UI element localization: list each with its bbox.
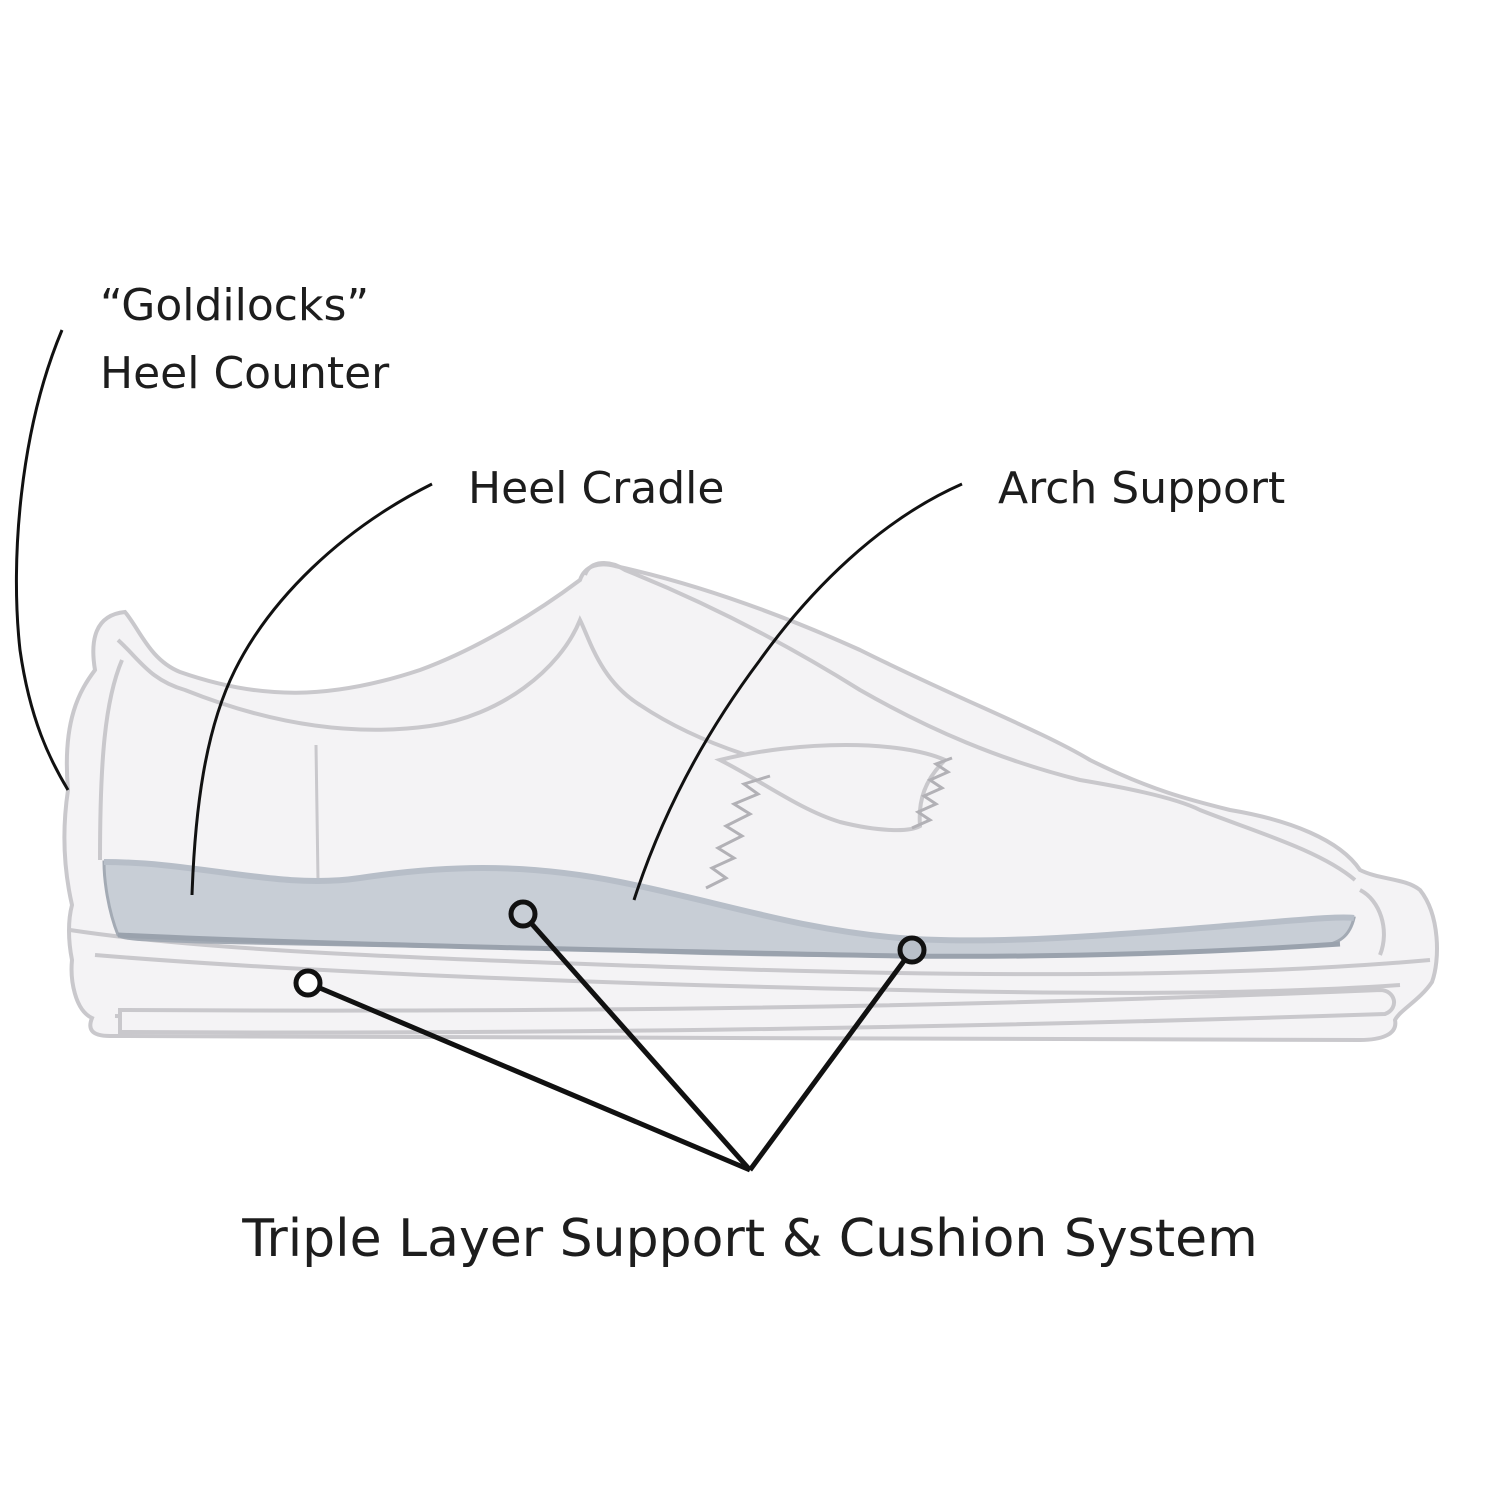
arch-support-callout-line [632, 482, 963, 901]
toe-bumper [1358, 888, 1386, 956]
shoe-tongue [583, 561, 1357, 882]
heel-counter-callout-line [14, 329, 70, 791]
midsole-bottom-line [94, 953, 1401, 995]
shoe-heel-inner-edge [98, 659, 124, 861]
heel-cradle-callout-line [190, 482, 433, 896]
shoe-heel-seam [314, 744, 320, 881]
shoe-collar-line [116, 615, 861, 782]
shoe-strap [714, 743, 949, 833]
insole-lower-band [117, 932, 1341, 959]
heel-counter-label-line1: “Goldilocks” [100, 280, 369, 331]
system-title: Triple Layer Support & Cushion System [241, 1209, 1258, 1269]
midsole-top-line [69, 928, 1431, 977]
midsole-layer-marker [508, 899, 538, 929]
system-callout-line-2 [521, 912, 752, 1172]
strap-stitching [911, 756, 953, 830]
system-callout-line-1 [307, 980, 751, 1173]
vamp-stitching [705, 774, 771, 890]
insole-top-edge [103, 859, 1355, 944]
heel-cradle-label: Heel Cradle [468, 463, 724, 514]
insole-layer-marker [897, 935, 927, 965]
outsole-layer-marker [293, 968, 323, 998]
outsole-bar [118, 987, 1396, 1035]
system-callout-line-3 [747, 948, 915, 1172]
arch-support-label: Arch Support [998, 463, 1285, 514]
heel-counter-label-line2: Heel Counter [100, 348, 390, 399]
